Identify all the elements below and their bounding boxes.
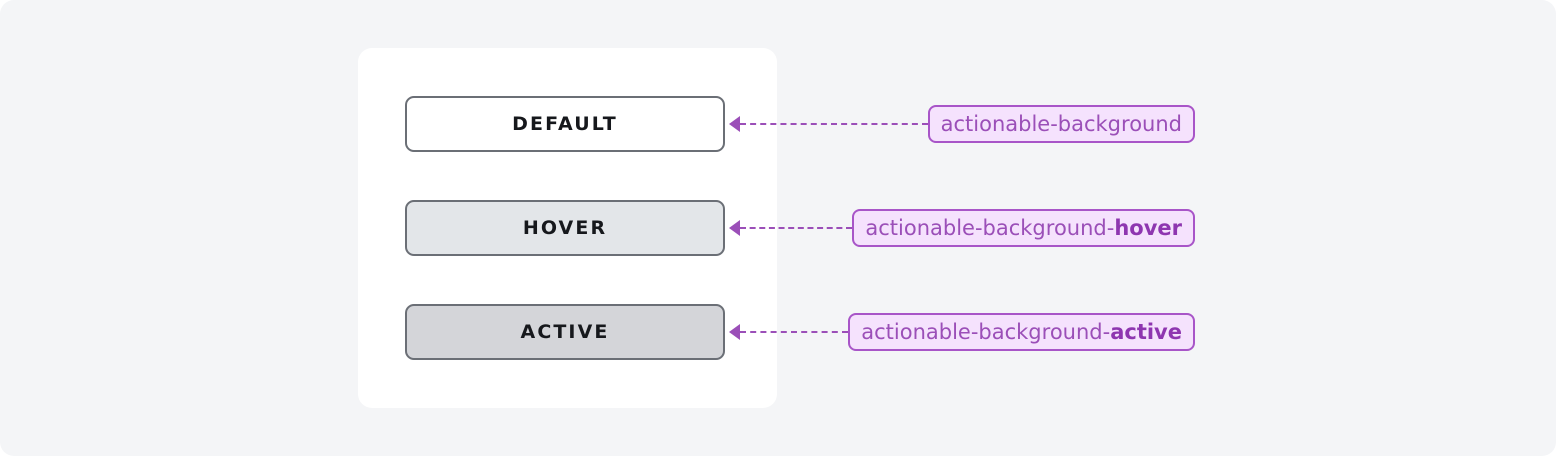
token-badge-active: actionable-background- active bbox=[848, 313, 1195, 351]
button-states-card: DEFAULT HOVER ACTIVE bbox=[358, 48, 777, 408]
arrow-left-icon bbox=[729, 324, 740, 340]
connector-arrow-active bbox=[729, 319, 849, 345]
button-state-hover-label: HOVER bbox=[522, 217, 608, 239]
dashed-line bbox=[740, 331, 849, 333]
button-state-default-label: DEFAULT bbox=[512, 113, 618, 135]
token-badge-default: actionable-background bbox=[927, 105, 1195, 143]
dashed-line bbox=[740, 123, 928, 125]
connector-arrow-default bbox=[729, 111, 928, 137]
dashed-line bbox=[740, 227, 853, 229]
token-badge-active-suffix: active bbox=[1110, 320, 1182, 344]
arrow-left-icon bbox=[729, 220, 740, 236]
token-badge-hover-suffix: hover bbox=[1114, 216, 1182, 240]
arrow-left-icon bbox=[729, 116, 740, 132]
token-badge-hover-base: actionable-background- bbox=[865, 216, 1115, 240]
token-badge-hover: actionable-background- hover bbox=[852, 209, 1195, 247]
button-state-hover[interactable]: HOVER bbox=[405, 200, 725, 256]
button-state-active[interactable]: ACTIVE bbox=[405, 304, 725, 360]
token-badge-active-base: actionable-background- bbox=[861, 320, 1111, 344]
token-badge-default-base: actionable-background bbox=[940, 112, 1182, 136]
button-state-active-label: ACTIVE bbox=[520, 321, 610, 343]
button-state-default[interactable]: DEFAULT bbox=[405, 96, 725, 152]
connector-arrow-hover bbox=[729, 215, 853, 241]
